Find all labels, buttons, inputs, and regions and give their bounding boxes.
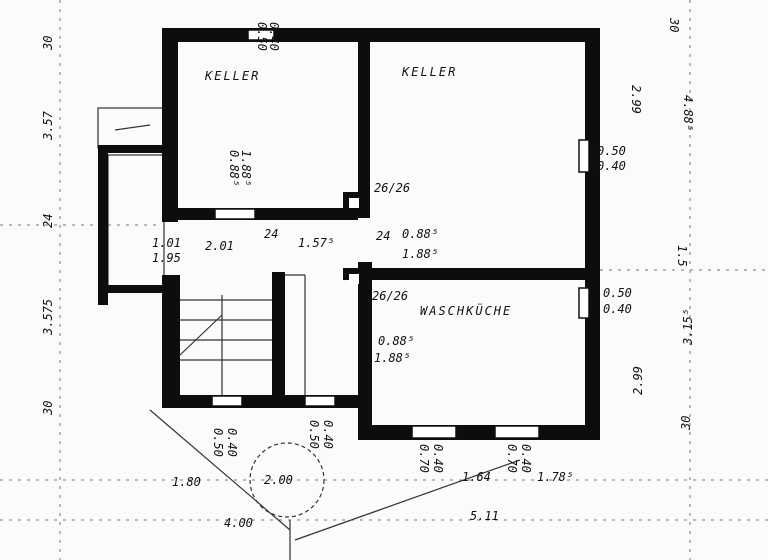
dim-label: 0.50 [597, 144, 626, 158]
dim-label: 0.40 [603, 302, 632, 316]
dim-label: 3.15⁵ [681, 309, 695, 346]
dim-label: 1.5 [675, 245, 689, 267]
dim-label: 30 [667, 17, 681, 32]
room-label-keller-right: KELLER [401, 65, 457, 79]
dim-label: 2.99 [629, 85, 643, 114]
dim-label: 1.57⁵ [298, 236, 334, 250]
dim-label: 0.88⁵ [378, 334, 414, 348]
dim-label: 0.50 [307, 420, 321, 449]
dim-label: 24 [264, 227, 278, 241]
dim-label: 1.80 [172, 475, 201, 489]
staircase [179, 274, 306, 395]
dim-label: 0.50 [211, 428, 225, 457]
room-label-keller-left: KELLER [204, 69, 260, 83]
dim-label: 24 [376, 229, 390, 243]
annex [97, 107, 165, 305]
dim-label: 0.70 [505, 444, 519, 473]
dim-label: 0.40 [519, 444, 533, 473]
dim-label: 0.40 [431, 444, 445, 473]
dim-label: 3.57 [41, 110, 55, 141]
dim-label: 30 [41, 36, 55, 51]
dim-label: 0.70 [417, 444, 431, 473]
dim-label: 2.00 [264, 473, 293, 487]
dim-label: 26/26 [374, 181, 410, 195]
dim-label: 0.88⁵ [402, 227, 438, 241]
dim-label: 1.88⁵ [374, 351, 410, 365]
windows [211, 29, 590, 439]
dim-label: 0.40 [225, 428, 239, 457]
dim-label: 26/26 [372, 289, 408, 303]
dim-label: 1.88⁵ [239, 150, 253, 186]
dim-label: 0.50 [603, 286, 632, 300]
dim-label: 1.88⁵ [402, 247, 438, 261]
site-lines [149, 409, 521, 560]
dim-label: 2.01 [205, 239, 234, 253]
dim-label: 3.575 [41, 299, 55, 336]
dim-label: 0.88⁵ [227, 150, 241, 186]
dim-label: 30 [679, 416, 693, 431]
dim-label: 0.40 [267, 22, 281, 51]
dim-label: 0.50 [255, 22, 269, 51]
dim-label: 1.64 [462, 470, 491, 484]
dim-label: 1.01 [152, 236, 181, 250]
dim-label: 5.11 [470, 509, 499, 523]
dim-label: 4.00 [224, 516, 253, 530]
dim-label: 1.95 [152, 251, 181, 265]
dim-label: 1.78⁵ [537, 470, 573, 484]
dim-label: 2.99 [631, 366, 645, 395]
dim-label: 4.88⁵ [681, 95, 695, 131]
dim-label: 24 [41, 214, 55, 228]
room-label-waschkueche: WASCHKÜCHE [420, 302, 512, 318]
dim-label: 0.40 [321, 420, 335, 449]
dim-label: 0.40 [597, 159, 626, 173]
dim-label: 30 [41, 401, 55, 416]
